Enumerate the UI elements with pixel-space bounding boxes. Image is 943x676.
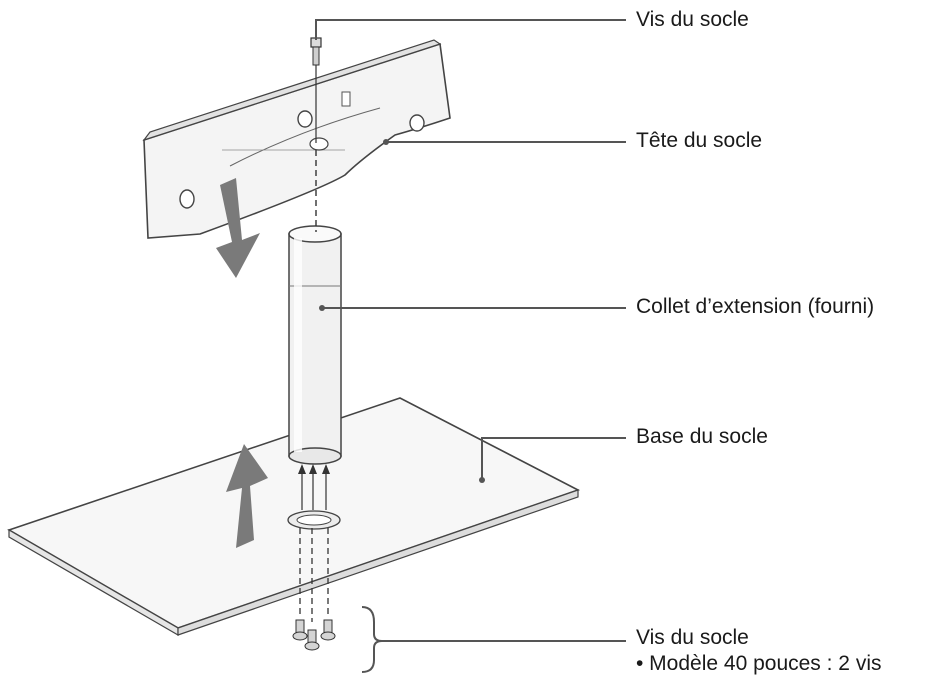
down-arrow-icon (216, 178, 260, 278)
callout-lines (315, 19, 626, 673)
leader-top-screw (315, 19, 626, 40)
label-stand-base: Base du socle (636, 425, 768, 448)
bracket-bottom-screws (361, 606, 383, 673)
up-arrow-icon (226, 444, 268, 548)
label-bottom-screws: Vis du socle (636, 626, 749, 649)
callout-dots (319, 139, 485, 483)
extension-collar (288, 225, 342, 465)
stand-head-bracket (142, 39, 451, 239)
stand-base-plate (7, 397, 581, 637)
label-extension-collar: Collet d’extension (fourni) (636, 295, 875, 318)
label-top-screw: Vis du socle (636, 8, 749, 31)
leader-stand-base (481, 437, 626, 480)
bottom-screws (292, 464, 336, 651)
label-stand-head: Tête du socle (636, 129, 763, 152)
label-bottom-screws-note: • Modèle 40 pouces : 2 vis (636, 652, 882, 675)
